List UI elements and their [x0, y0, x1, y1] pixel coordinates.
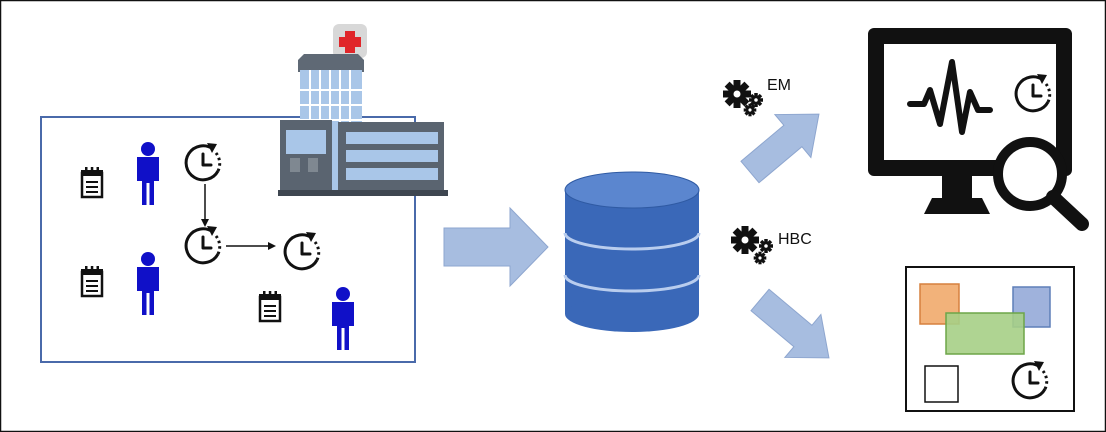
clock-history-icon: [184, 141, 222, 182]
green-cluster: [945, 312, 1025, 355]
clipboard-icon: [257, 289, 283, 323]
connector-arrows: [201, 184, 276, 250]
gear-icon: [723, 80, 763, 117]
database-icon: [563, 171, 701, 332]
clipboard-icon: [79, 165, 105, 199]
em-label: EM: [767, 77, 791, 94]
flow-arrow-hbc: [750, 288, 830, 359]
heartbeat-icon: [907, 59, 993, 135]
hospital-icon: [278, 24, 448, 196]
flow-arrow-em: [740, 113, 820, 184]
person-icon: [332, 287, 354, 350]
flow-arrow-to-database: [443, 206, 549, 288]
clock-history-icon: [283, 230, 321, 271]
magnifier-icon: [993, 137, 1089, 231]
orange-cluster: [919, 283, 960, 325]
clipboard-icon: [79, 264, 105, 298]
process-box: [40, 116, 416, 363]
person-icon: [137, 252, 159, 315]
cluster-panel: [905, 266, 1075, 412]
clock-history-icon: [184, 224, 222, 265]
empty-cluster: [924, 365, 959, 403]
person-icon: [137, 142, 159, 205]
hbc-label: HBC: [778, 231, 812, 248]
gear-icon: [731, 226, 773, 265]
